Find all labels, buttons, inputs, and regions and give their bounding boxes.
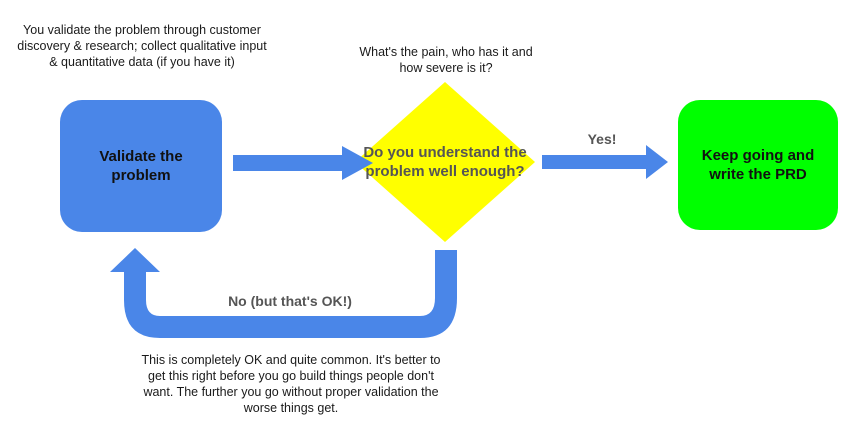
yes-label: Yes!	[587, 131, 617, 147]
arrow-decision-to-keep-going	[542, 145, 668, 179]
decision-note: What's the pain, who has it and how seve…	[359, 45, 533, 75]
keep-going-label: Keep going and write the PRD	[701, 147, 815, 183]
validate-box	[60, 100, 222, 232]
validate-label: Validate the problem	[99, 148, 183, 184]
arrow-decision-to-validate	[110, 248, 457, 338]
loop-note: This is completely OK and quite common. …	[141, 353, 441, 415]
decision-label: Do you understand the problem well enoug…	[363, 144, 527, 180]
validate-note: You validate the problem through custome…	[17, 23, 267, 69]
decision-diamond	[355, 82, 535, 242]
arrow-validate-to-decision	[233, 146, 373, 180]
keep-going-box	[678, 100, 838, 230]
no-label: No (but that's OK!)	[228, 293, 352, 309]
